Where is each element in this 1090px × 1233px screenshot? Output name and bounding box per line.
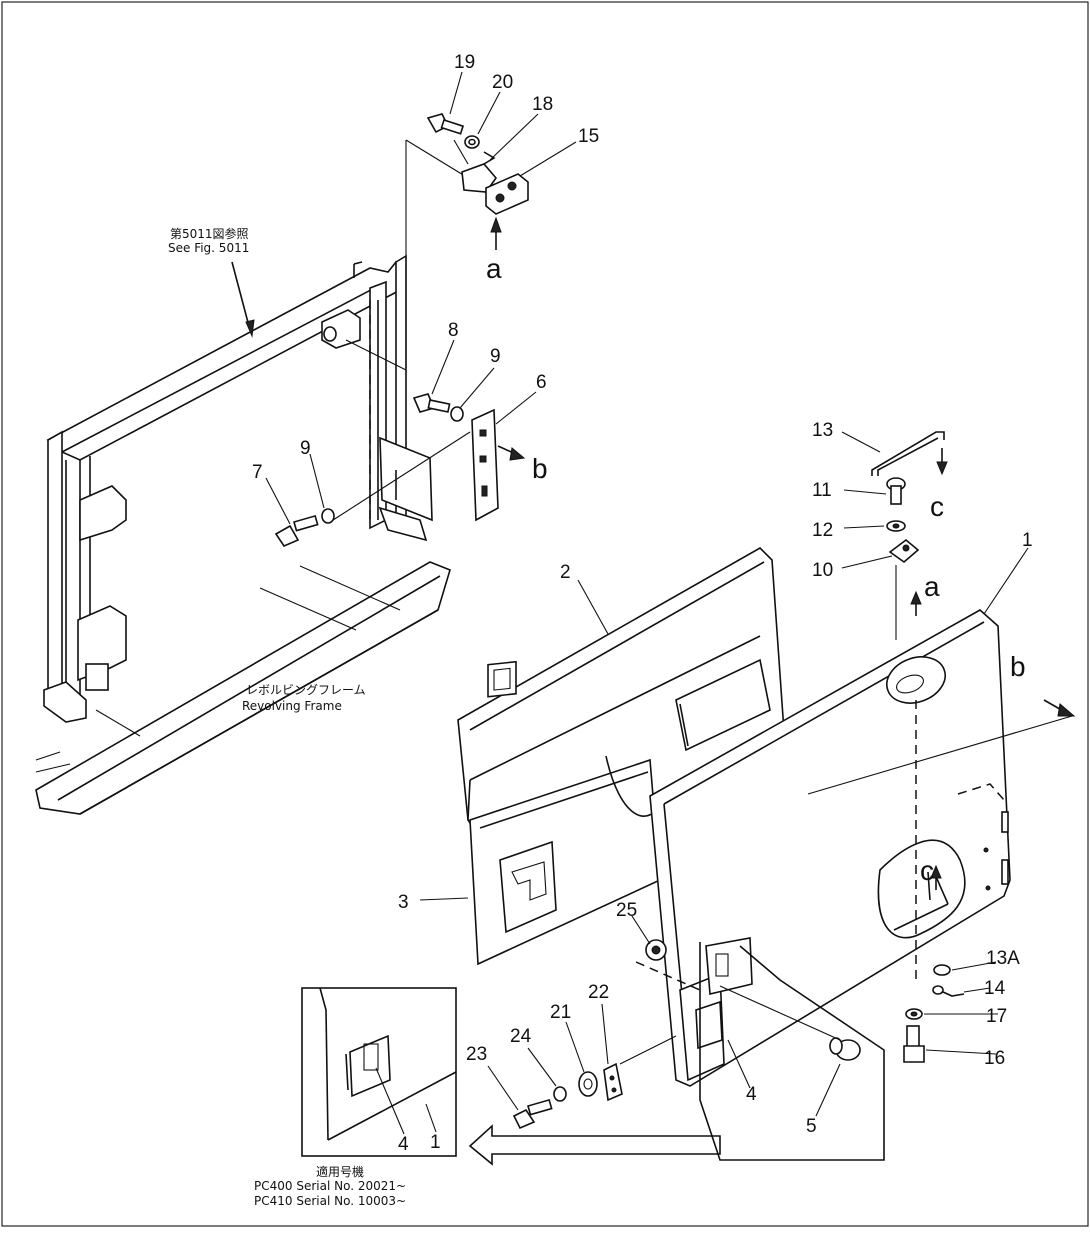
part-label-13: 13 [812,420,833,441]
part-label-9-upper: 9 [490,346,501,367]
part-label-18: 18 [532,94,553,115]
part-label-9-lower: 9 [300,438,311,459]
ref-letter-a-right: a [924,571,940,602]
frame-note-jp: レボルビングフレーム [246,683,366,697]
part-label-6: 6 [536,372,547,393]
part-label-22: 22 [588,982,609,1003]
ref-letter-b-right: b [1010,651,1026,682]
part-number-labels: 19 20 18 15 8 9 6 9 7 13 11 12 10 1 2 3 … [252,52,1033,1155]
part-label-10: 10 [812,560,833,581]
part-label-2: 2 [560,562,571,583]
part-label-14: 14 [984,978,1006,999]
inset-label-4: 4 [398,1134,409,1155]
part-label-15: 15 [578,126,599,147]
ref-arrow-b-right [807,699,1076,795]
part-label-24: 24 [510,1026,532,1047]
part-label-5: 5 [806,1116,817,1137]
serial-heading: 適用号機 [316,1164,364,1179]
frame-note-en: Revolving Frame [242,699,342,713]
part-label-1: 1 [1022,530,1033,551]
door-panel-main [649,609,1011,1087]
part-label-21: 21 [550,1002,571,1023]
callout-leaders [265,71,1029,1135]
serial-pc400: PC400 Serial No. 20021~ [254,1179,406,1193]
see-fig-note-en: See Fig. 5011 [168,241,249,255]
part-label-13A: 13A [986,948,1020,969]
striker-assembly [274,393,526,547]
see-fig-note-jp: 第5011図参照 [170,226,249,241]
part-label-7: 7 [252,462,263,483]
hinge-assembly [426,113,529,250]
part-label-4: 4 [746,1084,757,1105]
inset-label-1: 1 [430,1132,441,1153]
revolving-frame [35,254,451,815]
annotation-notes: 第5011図参照 See Fig. 5011 レボルビングフレーム Revolv… [168,226,406,1208]
door-panel-lower [469,755,663,966]
part-label-16: 16 [984,1048,1005,1069]
part-label-25: 25 [616,900,637,921]
part-label-19: 19 [454,52,475,73]
ref-letter-c-right: c [930,491,944,522]
part-label-12: 12 [812,520,833,541]
reference-letters: a b c a b c [486,253,1026,886]
ref-letter-c-window: c [920,855,934,886]
ref-letter-b-left: b [532,453,548,484]
part-label-8: 8 [448,320,459,341]
part-label-3: 3 [398,892,409,913]
ref-letter-a-top: a [486,253,502,284]
part-label-23: 23 [466,1044,487,1065]
lower-lock-hardware [512,939,861,1130]
lower-pin-assembly [903,964,965,1063]
part-label-17: 17 [986,1006,1007,1027]
inset-detail [301,942,885,1166]
latch-rod-assembly [871,431,948,640]
part-label-11: 11 [812,480,832,501]
serial-pc410: PC410 Serial No. 10003~ [254,1194,406,1208]
part-label-20: 20 [492,72,513,93]
